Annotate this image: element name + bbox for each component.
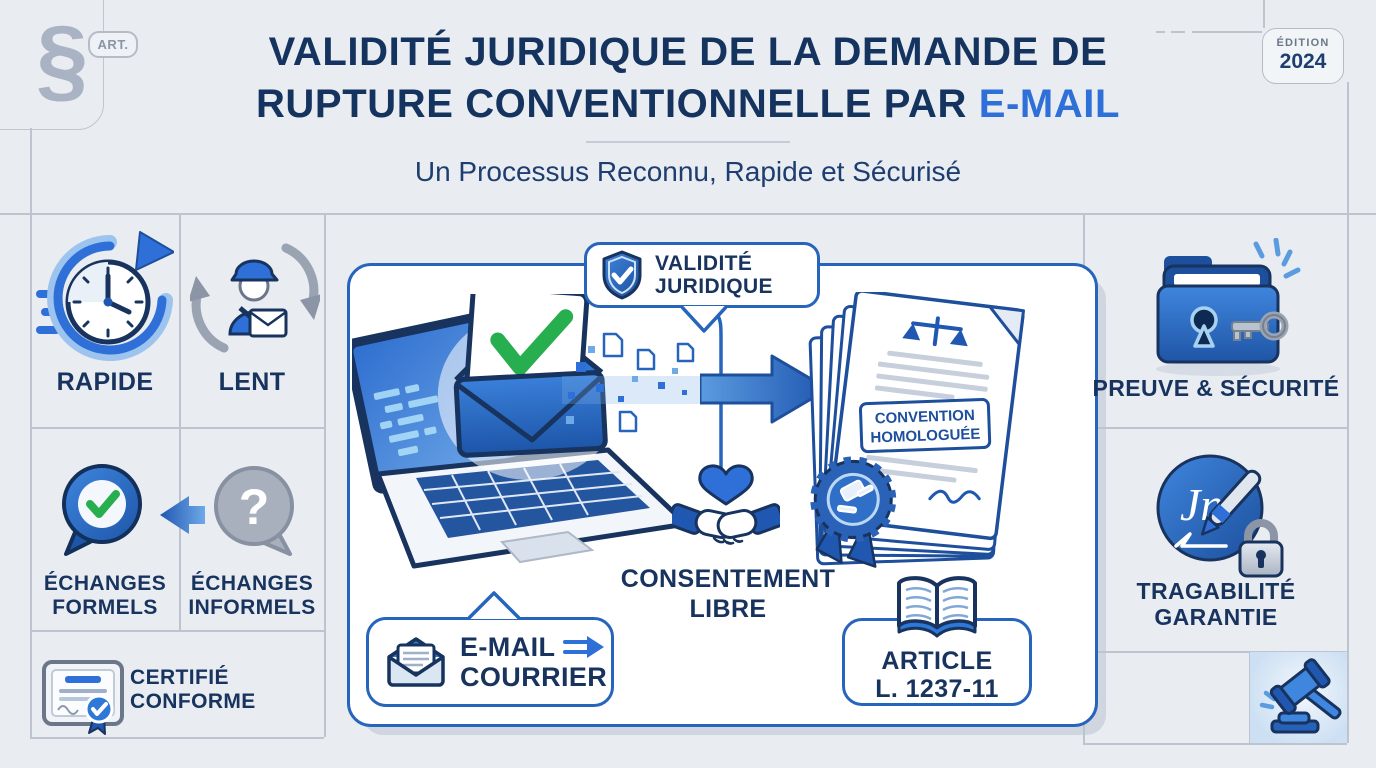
preuve-securite-label: PREUVE & SÉCURITÉ [1092, 375, 1340, 401]
edition-connector-v [1263, 0, 1265, 28]
echanges-informels-line2: INFORMELS [188, 595, 316, 619]
title-highlight: E-MAIL [978, 82, 1121, 126]
echanges-formels-line1: ÉCHANGES [43, 572, 167, 595]
open-book-icon [893, 574, 981, 642]
question-glyph: ? [239, 479, 270, 535]
edition-badge: ÉDITION 2024 [1262, 28, 1344, 84]
echanges-formels-line2: FORMELS [52, 595, 158, 619]
stamp-line2: HOMOLOGUÉE [870, 426, 981, 447]
email-callout-line1: E-MAIL [460, 631, 556, 662]
small-arrow-icon [563, 635, 605, 658]
edition-connector-dash1 [1156, 31, 1165, 33]
article-callout: ARTICLE L. 1237-11 [842, 618, 1032, 706]
article-line2: L. 1237-11 [875, 675, 999, 703]
gavel-cell [1250, 652, 1347, 743]
consent-line1: CONSENTEMENT [620, 565, 836, 593]
locked-folder-icon [1138, 238, 1302, 378]
data-stream-icon [562, 332, 712, 442]
lent-label: LENT [218, 368, 286, 396]
open-envelope-icon [387, 637, 445, 687]
left-center-separator [324, 213, 326, 737]
tracabilite-line1: TRAGABILITÉ [1136, 578, 1296, 604]
right-row-line-2 [1083, 651, 1347, 653]
subtitle: Un Processus Reconnu, Rapide et Sécurisé [414, 156, 962, 187]
shield-check-icon [602, 250, 642, 300]
left-row-line-2 [30, 630, 324, 632]
gavel-cell-separator [1249, 651, 1251, 743]
left-arrow-icon [158, 494, 206, 536]
subtitle-divider [586, 141, 790, 143]
email-courrier-callout: E-MAIL COURRIER [366, 617, 614, 707]
left-bottom-line [30, 737, 324, 739]
paragraph-icon: § [36, 6, 89, 111]
handshake-heart-icon [672, 460, 780, 560]
consentement-libre-label: CONSENTEMENT LIBRE [618, 565, 838, 624]
art-badge: ART. [88, 31, 138, 58]
email-callout-line2: COURRIER [460, 662, 608, 692]
main-title-line1: VALIDITÉ JURIDIQUE DE LA DEMANDE DE [268, 30, 1108, 74]
check-bubble-icon [56, 462, 152, 562]
edition-year: 2024 [1279, 50, 1327, 73]
echanges-informels-label: ÉCHANGES INFORMELS [180, 572, 324, 619]
consent-line2: LIBRE [689, 594, 767, 623]
left-row-line-1 [30, 427, 324, 429]
gavel-icon [1259, 658, 1342, 734]
right-margin-line [1347, 82, 1349, 743]
right-row-line-1 [1083, 427, 1347, 429]
right-bottom-line [1083, 743, 1347, 745]
signature-pen-icon: Jn [1152, 450, 1284, 578]
edition-connector-h [1192, 31, 1262, 33]
article-line1: ARTICLE [881, 647, 993, 675]
flow-arrow-icon [700, 352, 832, 426]
corner-frame-decoration [0, 0, 104, 130]
echanges-formels-label: ÉCHANGES FORMELS [30, 572, 180, 619]
document-stack-icon: CONVENTION HOMOLOGUÉE [798, 292, 1058, 577]
tracabilite-garantie-label: TRAGABILITÉ GARANTIE [1085, 578, 1347, 630]
laptop-icon [352, 294, 692, 604]
question-bubble-icon: ? [208, 464, 304, 564]
stamp-line1: CONVENTION [875, 407, 976, 427]
validity-badge-callout: VALIDITÉ JURIDIQUE [584, 242, 820, 308]
key-icon [1231, 311, 1289, 341]
validity-line2: JURIDIQUE [655, 275, 773, 298]
main-title-line2: RUPTURE CONVENTIONNELLE PAR E-MAIL [0, 82, 1376, 127]
pen-icon [1200, 469, 1262, 536]
certificate-icon [42, 660, 126, 736]
seal-gavel-icon [810, 456, 897, 568]
email-callout-pointer [468, 591, 520, 619]
validity-line1: VALIDITÉ [655, 251, 753, 275]
validity-callout-pointer [681, 306, 727, 333]
left-column-separator [179, 213, 181, 630]
tracabilite-line2: GARANTIE [1154, 603, 1278, 630]
certifie-line1: CERTIFIÉ [130, 666, 229, 689]
header-divider-line [0, 213, 1376, 215]
certifie-line2: CONFORME [130, 689, 256, 713]
rapide-label: RAPIDE [56, 368, 154, 396]
edition-connector-dash2 [1171, 31, 1185, 33]
postman-icon [190, 238, 320, 358]
padlock-icon [1238, 519, 1284, 578]
speed-clock-icon [36, 230, 174, 368]
echanges-informels-line1: ÉCHANGES [190, 572, 314, 595]
title-line2-prefix: RUPTURE CONVENTIONNELLE PAR [255, 82, 967, 126]
edition-label: ÉDITION [1276, 37, 1330, 49]
certifie-conforme-label: CERTIFIÉ CONFORME [130, 666, 300, 713]
left-margin-line [30, 128, 32, 737]
